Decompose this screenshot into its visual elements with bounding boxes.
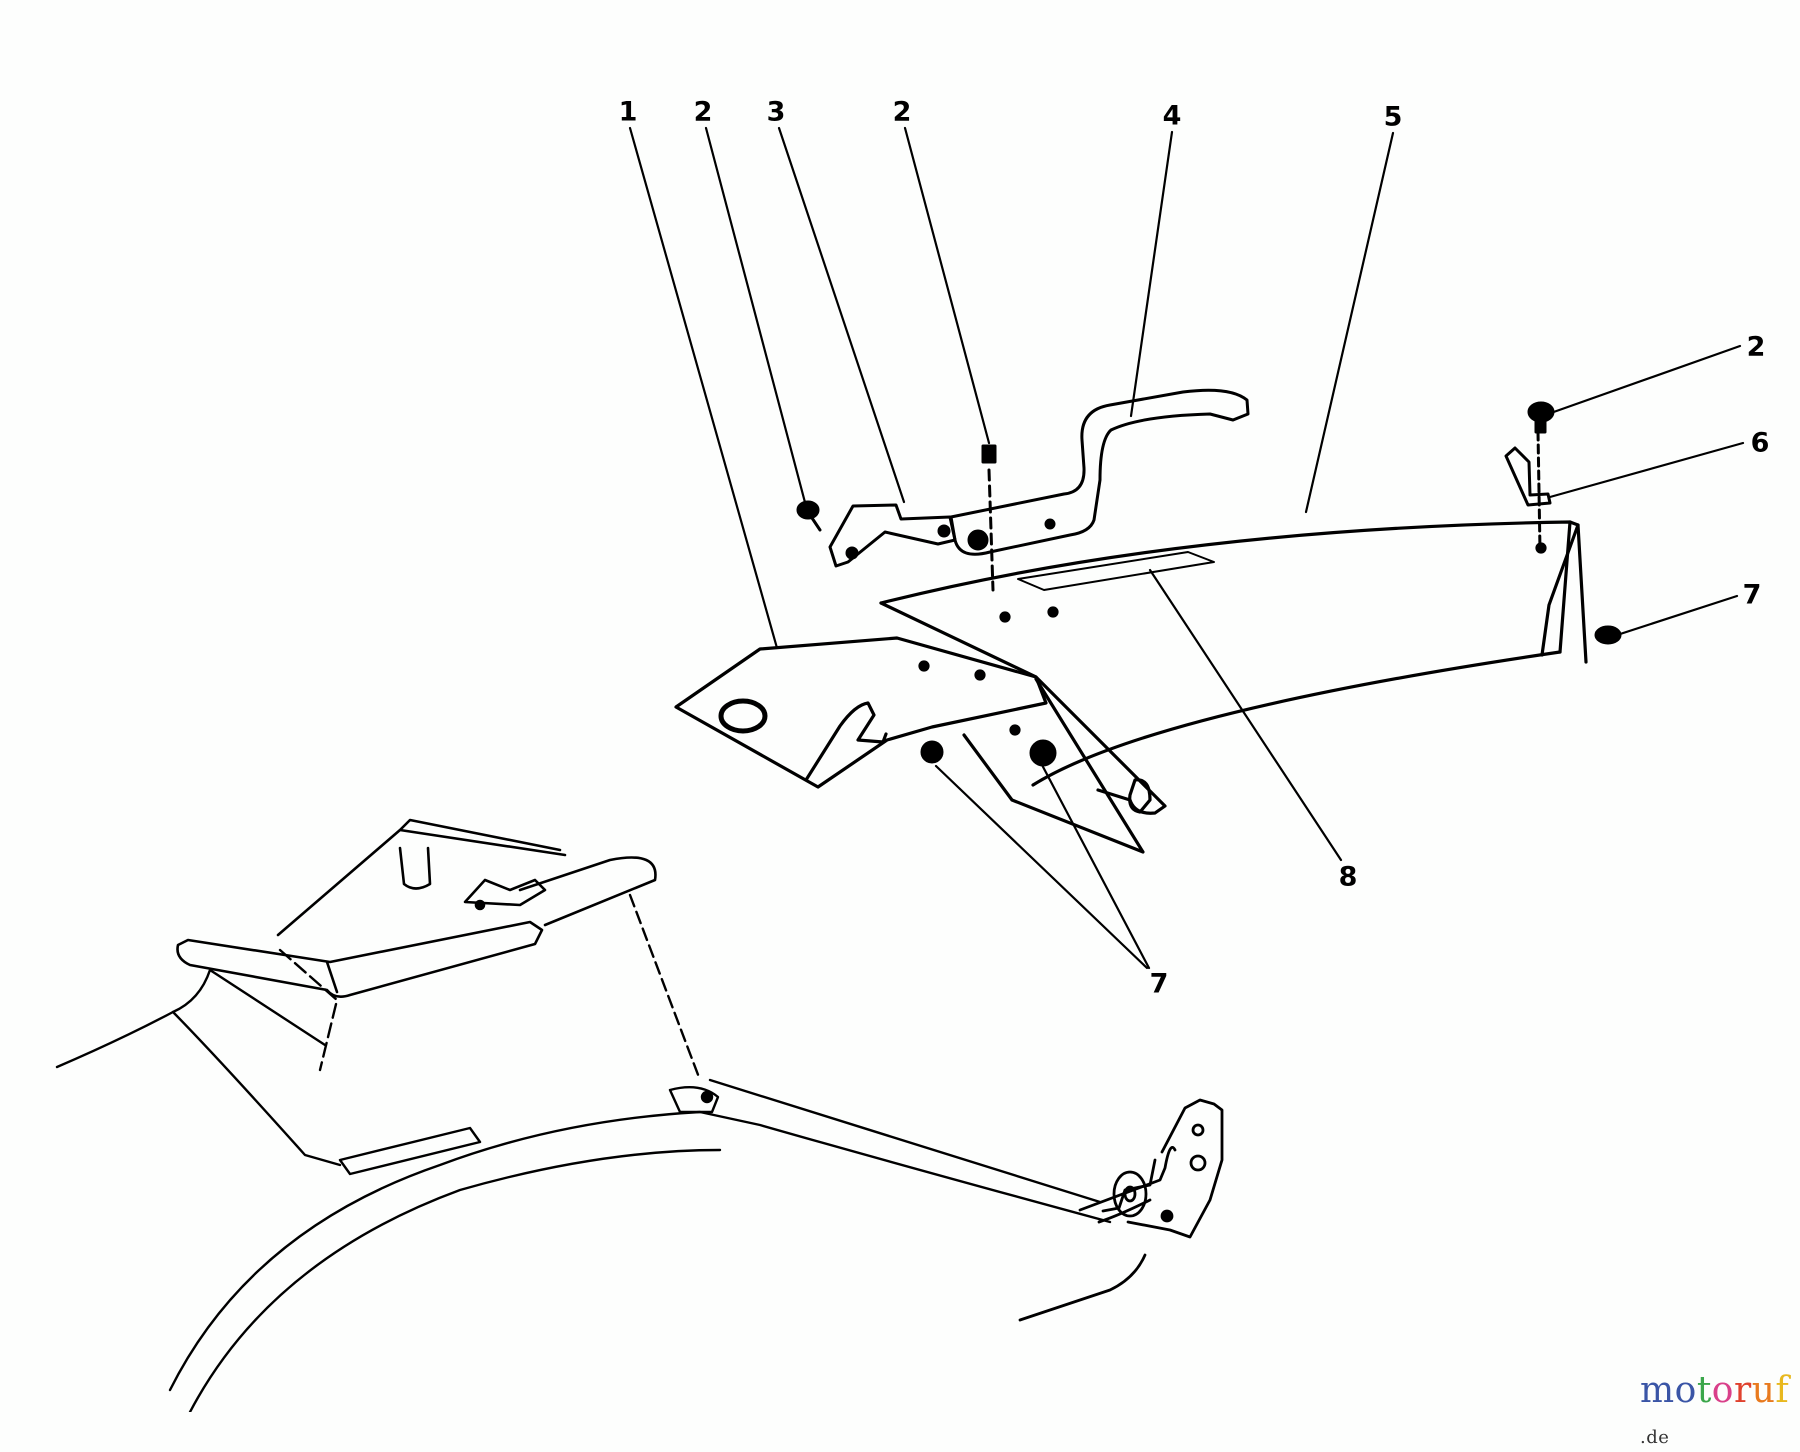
watermark-letter: t [1696,1370,1712,1411]
callout-label: 2 [892,96,912,128]
callout-label: 7 [1742,579,1762,611]
watermark-letter: u [1751,1370,1776,1411]
callout-label: 2 [693,96,713,128]
part-4-handle [949,388,1250,556]
rear-bag-hanger [176,818,657,998]
leader-lines [628,126,1745,970]
watermark-tld: .de [1640,1427,1670,1448]
watermark-letter: o [1674,1370,1697,1411]
watermark-letter: r [1733,1370,1752,1411]
watermark-letter: m [1640,1370,1675,1411]
part-7-nuts [920,625,1622,767]
watermark-letter: f [1775,1370,1790,1411]
callout-label: 6 [1750,427,1770,459]
callout-label: 4 [1162,100,1182,132]
parts-diagram [55,126,1745,1412]
mower-deck [55,893,1112,1412]
part-6-clip [1504,430,1552,552]
part-1-plate [674,636,1145,854]
callout-label: 3 [766,96,786,128]
callout-label: 2 [1746,331,1766,363]
part-3-bracket [828,503,957,568]
height-adjust-bracket [1018,1098,1224,1322]
part-2-bolts [796,401,1555,592]
callout-label: 8 [1338,861,1358,893]
watermark-logo: motoruf .de [1640,1370,1800,1452]
callout-label: 7 [1149,968,1169,1000]
callout-label: 5 [1383,101,1403,133]
watermark-letter: o [1711,1370,1734,1411]
callout-label: 1 [618,96,638,128]
part-5-chute [879,520,1588,815]
